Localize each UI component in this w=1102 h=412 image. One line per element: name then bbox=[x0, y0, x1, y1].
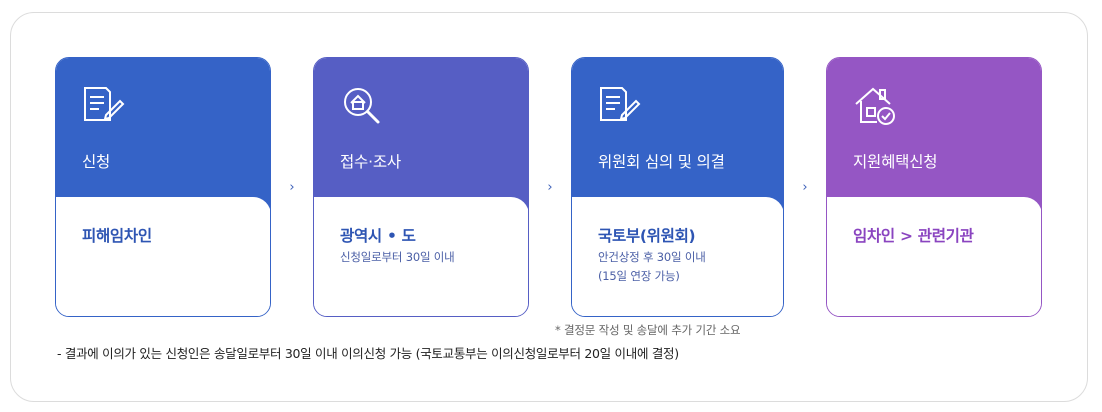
step-body bbox=[314, 197, 528, 316]
chevron-right-icon: › bbox=[547, 180, 553, 195]
chevron-right-icon: › bbox=[802, 180, 808, 195]
step-note: 신청일로부터 30일 이내 bbox=[340, 250, 455, 264]
step-target: 임차인 > 관련기관 bbox=[853, 227, 974, 245]
step-title: 위원회 심의 및 의결 bbox=[598, 153, 725, 171]
step-title: 지원혜택신청 bbox=[853, 153, 938, 171]
step-body bbox=[572, 197, 783, 316]
step-note: 안건상정 후 30일 이내 bbox=[598, 250, 706, 264]
step-target: 피해임차인 bbox=[82, 227, 152, 245]
step-card-apply: 신청 피해임차인 bbox=[55, 57, 271, 317]
step-body bbox=[56, 197, 270, 316]
step-card-committee: 위원회 심의 및 의결 국토부(위원회) 안건상정 후 30일 이내 (15일 … bbox=[571, 57, 784, 317]
step-target: 광역시 • 도 bbox=[340, 227, 416, 245]
document-edit-icon bbox=[600, 87, 641, 121]
step-header bbox=[572, 58, 783, 210]
step-title: 접수·조사 bbox=[340, 153, 401, 171]
step-note: (15일 연장 가능) bbox=[598, 269, 680, 283]
step-header bbox=[56, 58, 270, 210]
search-house-icon bbox=[344, 88, 380, 124]
step-card-review: 접수·조사 광역시 • 도 신청일로부터 30일 이내 bbox=[313, 57, 529, 317]
document-edit-icon bbox=[84, 87, 125, 121]
step-target: 국토부(위원회) bbox=[598, 227, 696, 245]
footnote: * 결정문 작성 및 송달에 추가 기간 소요 bbox=[555, 323, 741, 337]
appeal-note: - 결과에 이의가 있는 신청인은 송달일로부터 30일 이내 이의신청 가능 … bbox=[57, 346, 679, 361]
step-title: 신청 bbox=[82, 153, 111, 171]
chevron-right-icon: › bbox=[289, 180, 295, 195]
step-body bbox=[827, 197, 1041, 316]
house-check-icon bbox=[855, 87, 895, 125]
step-header bbox=[314, 58, 528, 210]
step-card-benefit: 지원혜택신청 임차인 > 관련기관 bbox=[826, 57, 1042, 317]
step-header bbox=[827, 58, 1041, 210]
